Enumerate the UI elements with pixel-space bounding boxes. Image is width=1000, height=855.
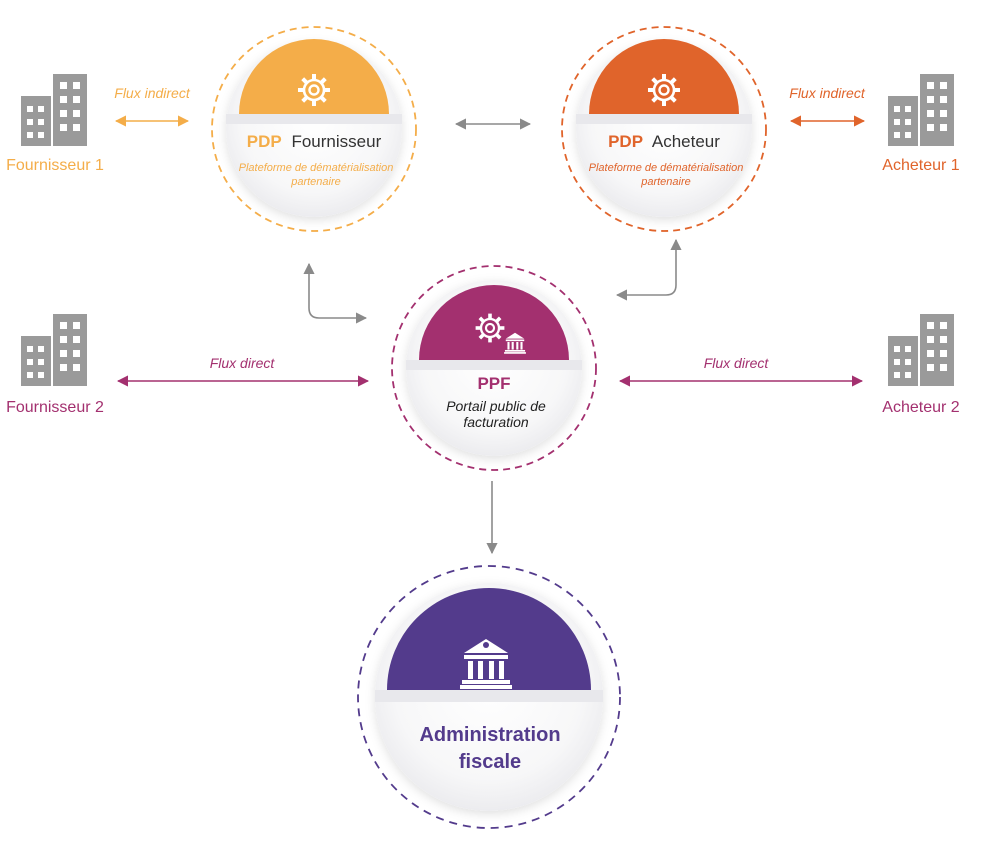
building-icon — [888, 74, 954, 146]
acheteur2-label: Acheteur 2 — [882, 399, 959, 416]
building-icon — [888, 314, 954, 386]
flux-direct-left-label: Flux direct — [210, 355, 276, 371]
administration-title-2: fiscale — [459, 751, 521, 773]
fournisseur2-label: Fournisseur 2 — [6, 399, 104, 416]
pdp-acheteur-name: Acheteur — [652, 132, 720, 151]
pdp-fournisseur-subtitle-2: partenaire — [290, 176, 341, 188]
pdp-fournisseur-title: PDP Fournisseur — [247, 132, 382, 151]
pdp-fournisseur-subtitle-1: Plateforme de dématérialisation — [239, 162, 394, 174]
ppf-acronym: PPF — [477, 374, 510, 393]
pdp-acheteur-subtitle-2: partenaire — [640, 176, 691, 188]
pdp-acheteur-subtitle-1: Plateforme de dématérialisation — [589, 162, 744, 174]
euro-mark — [483, 642, 489, 648]
ppf-subtitle-1: Portail public de — [446, 398, 546, 414]
connectors — [114, 115, 866, 555]
flux-indirect-left-label: Flux indirect — [114, 85, 191, 101]
node-pdp-fournisseur: PDP Fournisseur Plateforme de dématérial… — [211, 26, 417, 232]
entity-acheteur2: Acheteur 2 — [882, 314, 960, 416]
flux-direct-right-label: Flux direct — [704, 355, 770, 371]
entity-fournisseur2: Fournisseur 2 — [6, 314, 104, 416]
arrow-pdp-acheteur-ppf — [615, 238, 682, 301]
pdp-fournisseur-name: Fournisseur — [291, 132, 381, 151]
node-administration-fiscale: Administration fiscale — [357, 565, 621, 829]
ppf-subtitle-2: facturation — [463, 414, 529, 430]
node-ppf: PPF Portail public de facturation — [391, 265, 597, 471]
entity-fournisseur1: Fournisseur 1 — [6, 74, 104, 174]
pdp-fournisseur-acronym: PDP — [247, 132, 282, 151]
fournisseur1-label: Fournisseur 1 — [6, 157, 104, 174]
building-icon — [21, 314, 87, 386]
building-icon — [21, 74, 87, 146]
entity-acheteur1: Acheteur 1 — [882, 74, 960, 174]
flux-indirect-right-label: Flux indirect — [789, 85, 866, 101]
administration-title-1: Administration — [419, 724, 560, 746]
arrow-pdp-fournisseur-ppf — [303, 262, 368, 324]
pdp-acheteur-title: PDP Acheteur — [608, 132, 720, 151]
pdp-acheteur-acronym: PDP — [608, 132, 643, 151]
acheteur1-label: Acheteur 1 — [882, 157, 959, 174]
node-pdp-acheteur: PDP Acheteur Plateforme de dématérialisa… — [561, 26, 767, 232]
